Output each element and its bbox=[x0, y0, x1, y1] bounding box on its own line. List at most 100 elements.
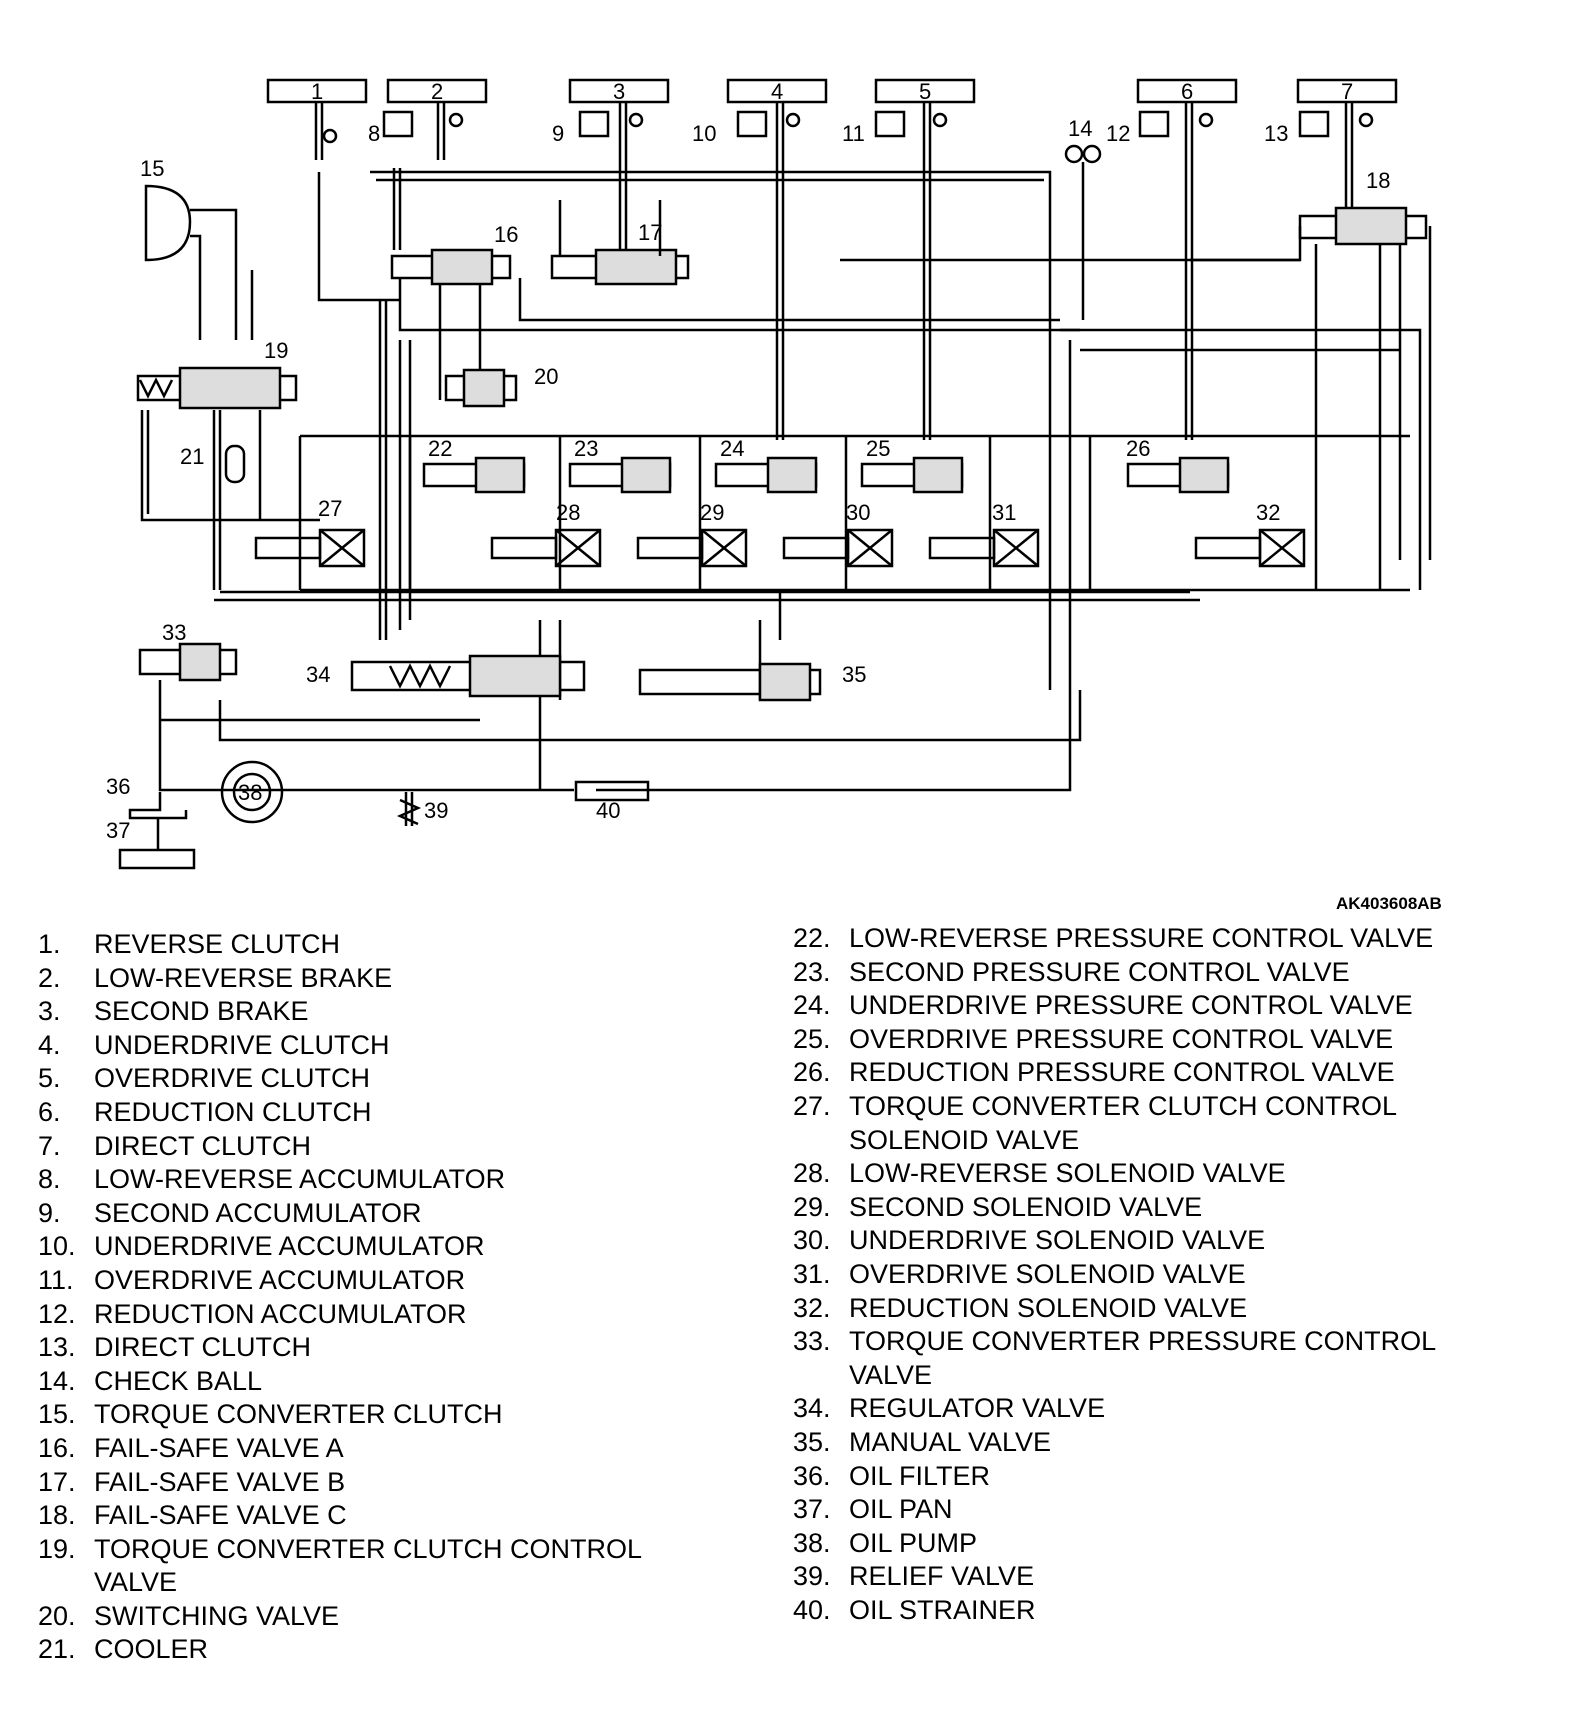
callout-36: 36 bbox=[106, 774, 130, 799]
legend-item-label: LOW-REVERSE SOLENOID VALVE bbox=[849, 1158, 1286, 1189]
legend-item-label: OIL PAN bbox=[849, 1494, 953, 1525]
legend-item-label: OIL STRAINER bbox=[849, 1594, 1036, 1625]
fsv-c-lines bbox=[1190, 226, 1432, 590]
legend-item-label: OVERDRIVE ACCUMULATOR bbox=[94, 1264, 466, 1295]
callout-8: 8 bbox=[368, 121, 380, 146]
pcv-24-spool bbox=[766, 456, 818, 494]
legend-item-label: LOW-REVERSE ACCUMULATOR bbox=[94, 1164, 506, 1195]
orifice-7 bbox=[1358, 112, 1374, 128]
legend-item-number: 39. bbox=[793, 1561, 831, 1592]
lower-lines bbox=[214, 300, 1200, 790]
legend-item-label: RELIEF VALVE bbox=[849, 1561, 1035, 1592]
relief-valve bbox=[396, 792, 422, 826]
regulator-spring bbox=[388, 663, 452, 689]
legend-item-number: 26. bbox=[793, 1057, 831, 1088]
solenoid-29 bbox=[636, 528, 748, 568]
solenoid-30 bbox=[782, 528, 894, 568]
legend-item: 30.UNDERDRIVE SOLENOID VALVE bbox=[793, 1224, 1573, 1258]
legend-item-number: 30. bbox=[793, 1225, 831, 1256]
legend-item-label: REDUCTION ACCUMULATOR bbox=[94, 1298, 467, 1329]
callout-37: 37 bbox=[106, 818, 130, 843]
legend-item: 34.REGULATOR VALVE bbox=[793, 1392, 1573, 1426]
callout-26: 26 bbox=[1126, 436, 1150, 461]
legend-item-label: REDUCTION PRESSURE CONTROL VALVE bbox=[849, 1057, 1395, 1088]
legend-item: 21.COOLER bbox=[38, 1633, 738, 1667]
accumulator-12 bbox=[1138, 110, 1170, 138]
callout-10: 10 bbox=[692, 121, 716, 146]
legend-item-label: REDUCTION CLUTCH bbox=[94, 1096, 372, 1127]
legend-item: 3.SECOND BRAKE bbox=[38, 995, 738, 1029]
main-line-top bbox=[370, 170, 1052, 690]
callout-31: 31 bbox=[992, 500, 1016, 525]
cooler-lines bbox=[140, 410, 320, 590]
fail-safe-valve-c-spool bbox=[1334, 206, 1408, 246]
callout-39: 39 bbox=[424, 798, 448, 823]
oil-pump-outer bbox=[220, 760, 284, 824]
callout-23: 23 bbox=[574, 436, 598, 461]
legend-item-label: LOW-REVERSE BRAKE bbox=[94, 962, 393, 993]
callout-35: 35 bbox=[842, 662, 866, 687]
legend-item-number: 23. bbox=[793, 956, 831, 987]
legend-item-number: 15. bbox=[38, 1399, 76, 1430]
accumulator-13 bbox=[1298, 110, 1330, 138]
callout-11: 11 bbox=[842, 121, 865, 146]
orifice-6 bbox=[1198, 112, 1214, 128]
legend-item-number: 25. bbox=[793, 1023, 831, 1054]
orifice-5 bbox=[932, 112, 948, 128]
legend-item: 31.OVERDRIVE SOLENOID VALVE bbox=[793, 1258, 1573, 1292]
check-ball-14-a bbox=[1064, 144, 1084, 164]
legend-item: 28.LOW-REVERSE SOLENOID VALVE bbox=[793, 1157, 1573, 1191]
main-line-2 bbox=[392, 168, 402, 250]
callout-16: 16 bbox=[494, 222, 518, 247]
legend-item: 37.OIL PAN bbox=[793, 1493, 1573, 1527]
cooler bbox=[224, 444, 246, 484]
legend-item-number: 40. bbox=[793, 1594, 831, 1625]
legend-item-label: SECOND BRAKE bbox=[94, 996, 309, 1027]
legend-item-label: UNDERDRIVE ACCUMULATOR bbox=[94, 1231, 485, 1262]
callout-9: 9 bbox=[552, 121, 564, 146]
feed-line-4 bbox=[775, 102, 785, 440]
orifice-4 bbox=[785, 112, 801, 128]
callout-29: 29 bbox=[700, 500, 724, 525]
legend-item: 38.OIL PUMP bbox=[793, 1527, 1573, 1561]
legend-item-number: 2. bbox=[38, 962, 61, 993]
legend-item-number: 14. bbox=[38, 1365, 76, 1396]
legend-item-label: TORQUE CONVERTER PRESSURE CONTROL VALVE bbox=[849, 1326, 1437, 1390]
legend-item: 33.TORQUE CONVERTER PRESSURE CONTROL VAL… bbox=[793, 1325, 1573, 1392]
check-ball-14-b bbox=[1082, 144, 1102, 164]
feed-line-1 bbox=[314, 102, 400, 302]
pcv-22-spool bbox=[474, 456, 526, 494]
torque-converter bbox=[144, 184, 192, 262]
spring-19 bbox=[138, 377, 174, 399]
legend-item: 39. RELIEF VALVE bbox=[793, 1560, 1573, 1594]
legend-item-label: TORQUE CONVERTER CLUTCH CONTROL VALVE bbox=[94, 1533, 643, 1598]
callout-30: 30 bbox=[846, 500, 870, 525]
legend-item: 6.REDUCTION CLUTCH bbox=[38, 1096, 738, 1130]
legend-item-label: LOW-REVERSE PRESSURE CONTROL VALVE bbox=[849, 923, 1434, 953]
callout-34: 34 bbox=[306, 662, 330, 687]
oil-filter bbox=[128, 792, 188, 850]
callout-18: 18 bbox=[1366, 168, 1390, 193]
callout-3: 3 bbox=[613, 79, 625, 104]
legend-item: 40. OIL STRAINER bbox=[793, 1594, 1573, 1628]
pcv-23-spool bbox=[620, 456, 672, 494]
legend-item: 32.REDUCTION SOLENOID VALVE bbox=[793, 1292, 1573, 1326]
accumulator-8 bbox=[382, 110, 414, 138]
legend-item-label: FAIL-SAFE VALVE A bbox=[94, 1432, 344, 1463]
legend-item: 4.UNDERDRIVE CLUTCH bbox=[38, 1029, 738, 1063]
oil-strainer bbox=[574, 780, 650, 802]
solenoid-32 bbox=[1194, 528, 1306, 568]
fail-safe-valve-a-spool bbox=[430, 248, 494, 286]
legend-item-number: 18. bbox=[38, 1500, 76, 1531]
callout-28: 28 bbox=[556, 500, 580, 525]
legend-item: 12.REDUCTION ACCUMULATOR bbox=[38, 1298, 738, 1332]
legend-item-label: OIL FILTER bbox=[849, 1460, 991, 1491]
legend-item-number: 31. bbox=[793, 1258, 831, 1289]
pcv-26-spool bbox=[1178, 456, 1230, 494]
pcv-25-spool bbox=[912, 456, 964, 494]
callout-38: 38 bbox=[238, 780, 262, 805]
legend-item-label: TORQUE CONVERTER CLUTCH CONTROL SOLENOID… bbox=[849, 1090, 1398, 1155]
legend-item-number: 5. bbox=[38, 1063, 61, 1094]
legend-item: 9.SECOND ACCUMULATOR bbox=[38, 1197, 738, 1231]
legend-item: 14.CHECK BALL bbox=[38, 1365, 738, 1399]
